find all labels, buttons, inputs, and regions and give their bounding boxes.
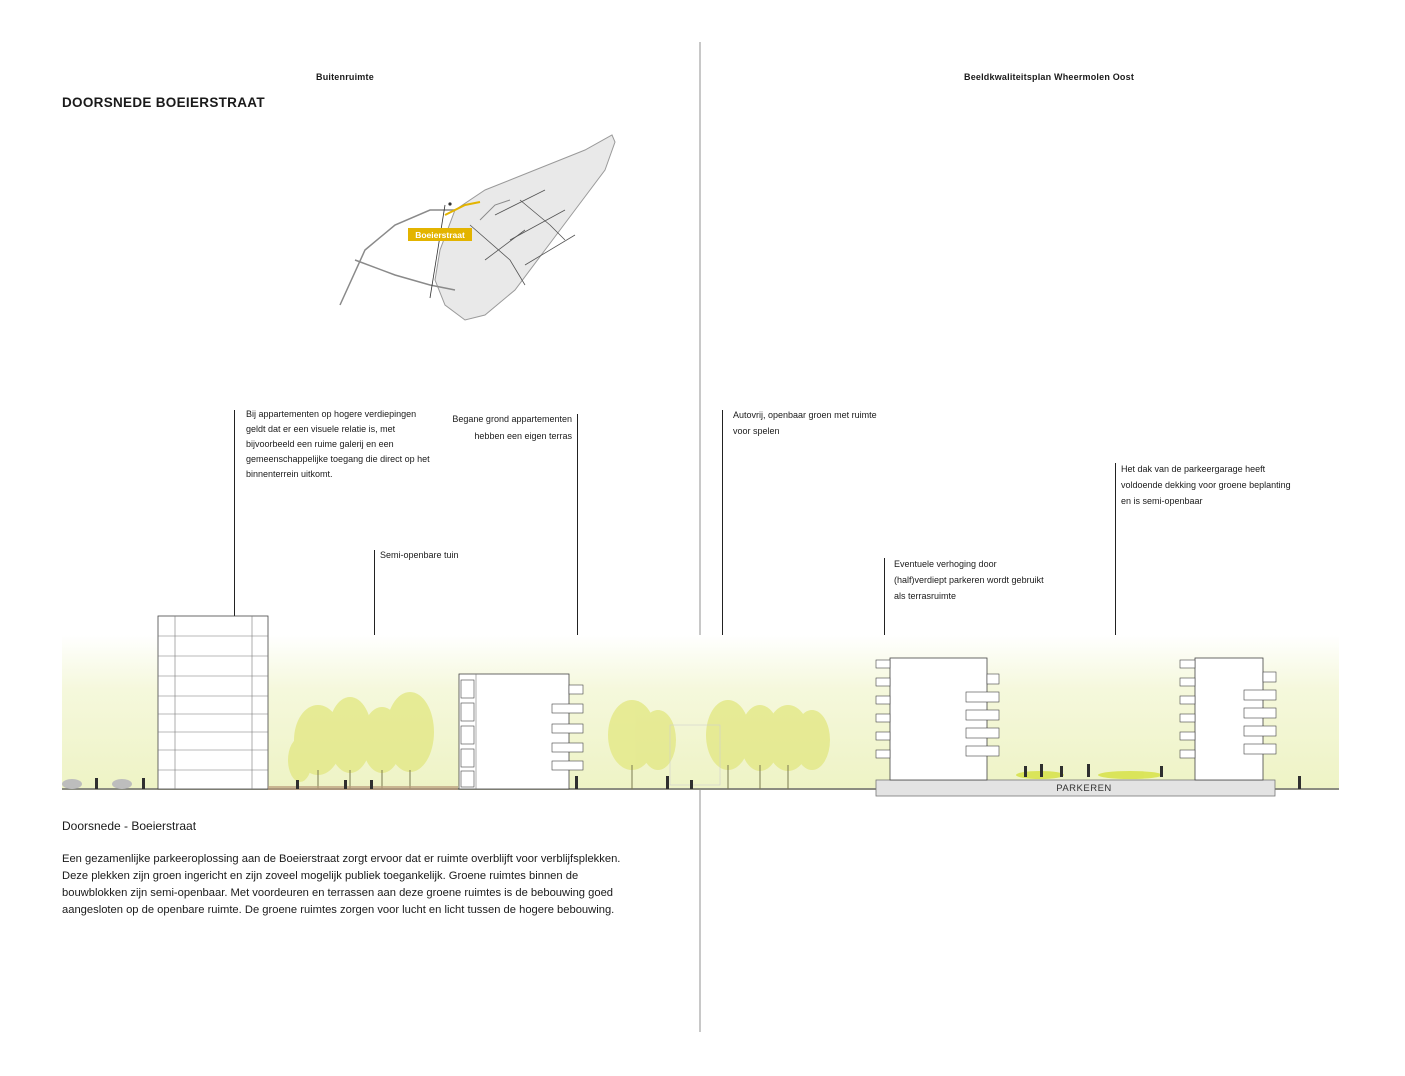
cars xyxy=(62,779,132,789)
leader-terras xyxy=(577,414,578,778)
key-map: Boeierstraat xyxy=(339,134,616,321)
header-section-title: Buitenruimte xyxy=(316,72,374,82)
park-trees-center xyxy=(608,700,830,771)
annotation-tuin: Semi-openbare tuin xyxy=(380,550,459,560)
garden-trees-left xyxy=(288,692,434,782)
page-divider xyxy=(699,42,701,1032)
annotation-verhoging: Eventuele verhoging door (half)verdiept … xyxy=(894,559,1044,601)
section-caption: Doorsnede - Boeierstraat xyxy=(62,819,197,833)
annotation-galerij: Bij appartementen op hogere verdiepingen… xyxy=(246,409,430,479)
parking-label: PARKEREN xyxy=(1056,783,1112,794)
building-middle xyxy=(458,673,584,790)
building-left-tall xyxy=(157,615,269,790)
annotation-terras: Begane grond appartementen hebben een ei… xyxy=(408,412,572,444)
leader-autovrij xyxy=(722,410,723,780)
annotation-terras-line2: hebben een eigen terras xyxy=(474,431,572,441)
leader-dak xyxy=(1115,463,1116,773)
building-right-b xyxy=(1179,657,1277,781)
annotation-terras-line1: Begane grond appartementen xyxy=(452,414,572,424)
street-label: Boeierstraat xyxy=(415,230,465,240)
building-right-a xyxy=(875,657,1000,781)
body-paragraph: Een gezamenlijke parkeeroplossing aan de… xyxy=(62,853,621,916)
page-title: DOORSNEDE BOEIERSTRAAT xyxy=(62,95,265,110)
parking-garage: PARKEREN xyxy=(875,779,1276,797)
header-document-title: Beeldkwaliteitsplan Wheermolen Oost xyxy=(964,72,1135,82)
annotation-autovrij: Autovrij, openbaar groen met ruimte voor… xyxy=(733,410,877,436)
annotation-dak: Het dak van de parkeergarage heeft voldo… xyxy=(1121,464,1291,506)
section-drawing: PARKEREN xyxy=(62,615,1339,797)
people-silhouettes xyxy=(95,764,1301,789)
leader-galerij xyxy=(234,410,235,688)
